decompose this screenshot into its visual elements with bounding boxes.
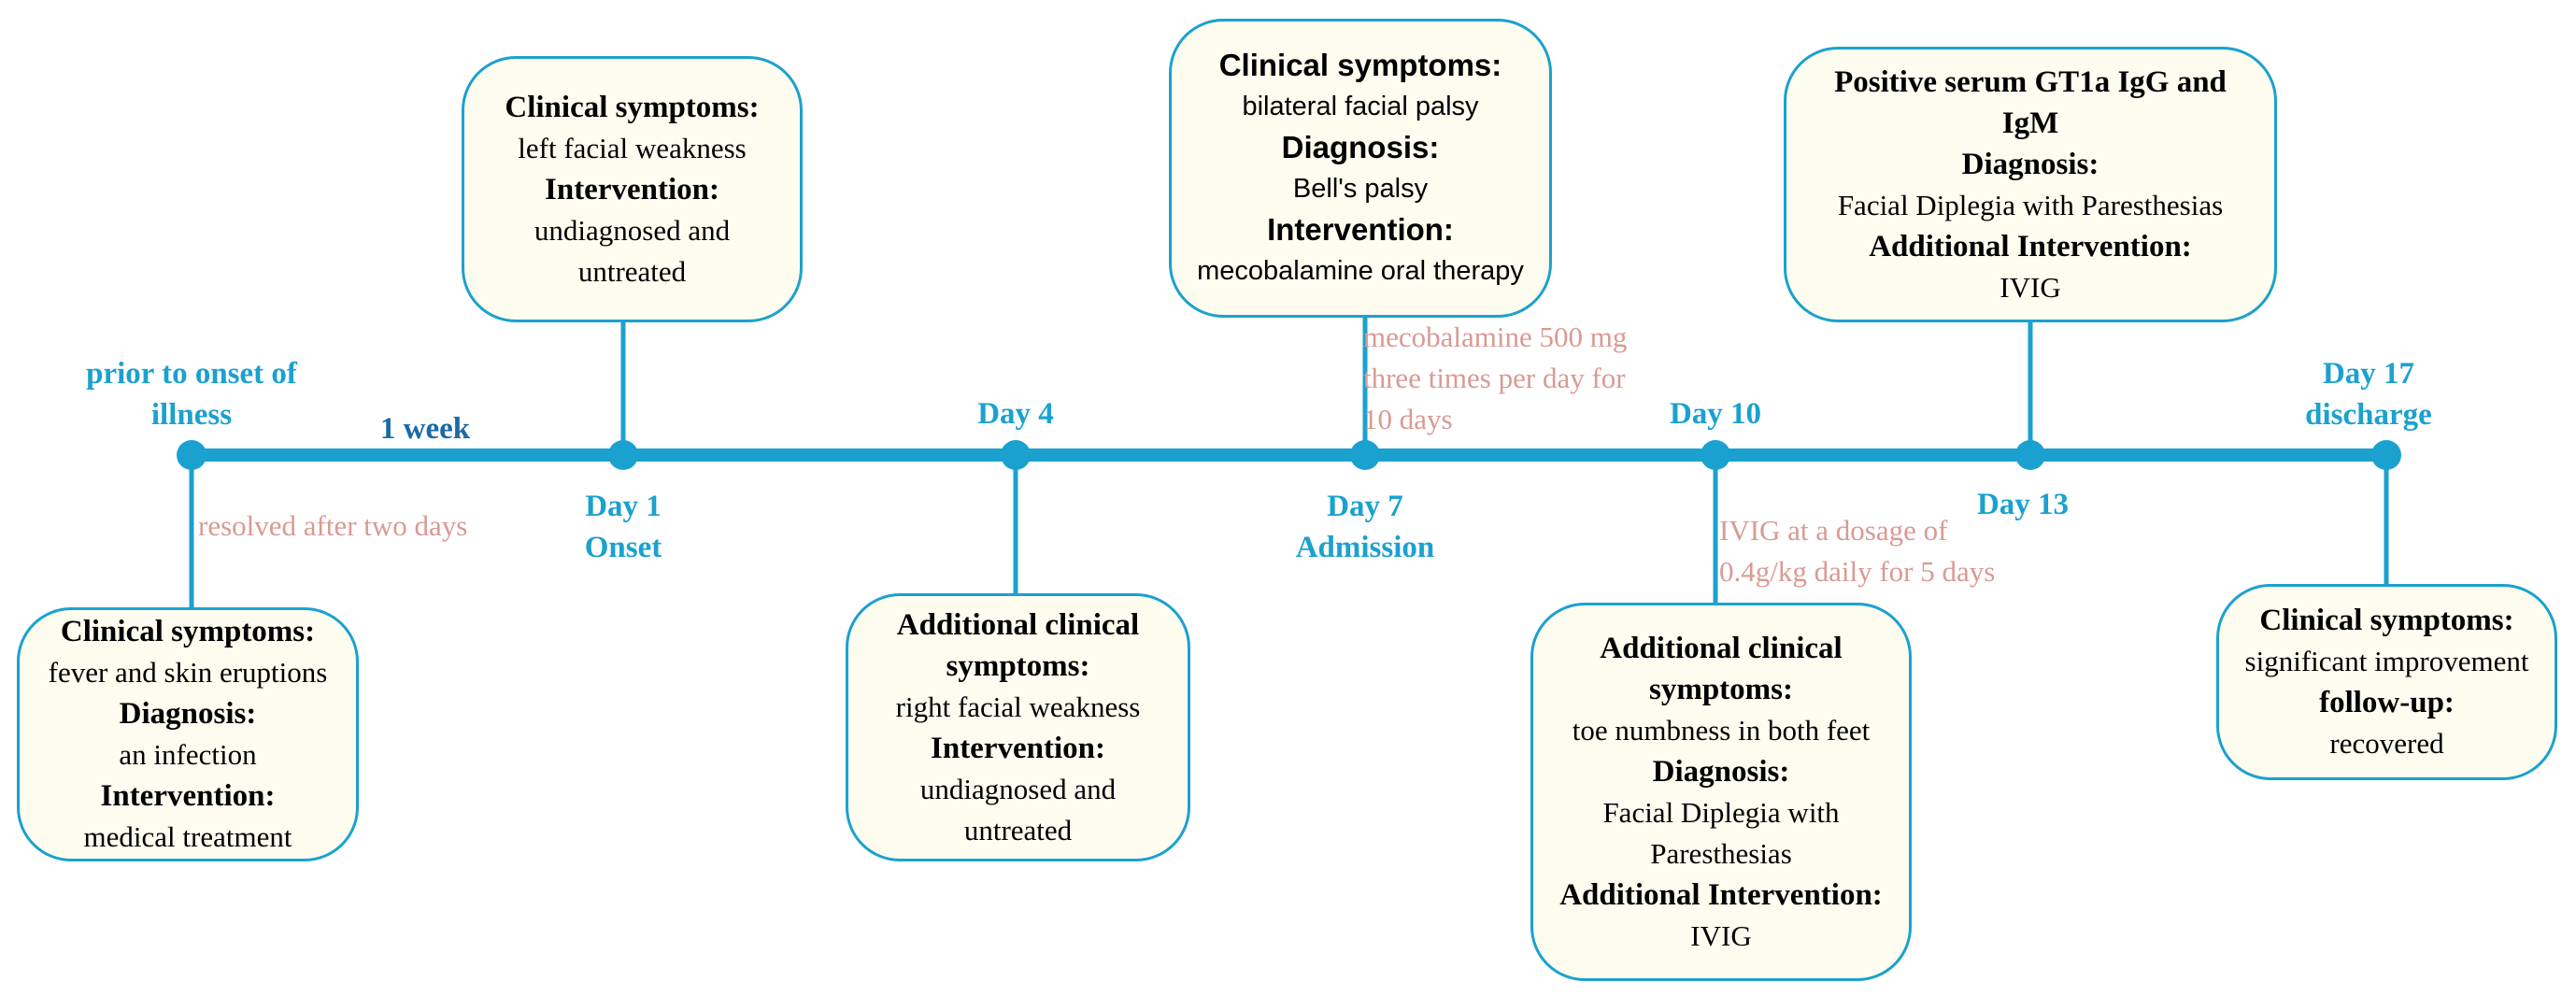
timeline-label-line: Day 13 bbox=[1976, 488, 2070, 521]
box-text: fever and skin eruptions bbox=[48, 656, 328, 689]
box-text: medical treatment bbox=[83, 820, 292, 853]
timeline-label-line: Day 7 bbox=[1327, 490, 1403, 523]
box-heading: Diagnosis: bbox=[1652, 754, 1790, 789]
timeline-dot-day7 bbox=[1350, 440, 1380, 470]
dosage-note-day7: mecobalamine 500 mg three times per day f… bbox=[1363, 317, 1627, 440]
timeline-dot-day17 bbox=[2371, 440, 2401, 470]
timeline-label-line: prior to onset of bbox=[86, 357, 297, 391]
box-text: undiagnosed and bbox=[919, 772, 1117, 805]
box-heading: Intervention: bbox=[100, 779, 276, 813]
box-heading: Intervention: bbox=[931, 731, 1105, 765]
box-heading: IgM bbox=[2001, 106, 2059, 140]
box-heading: Clinical symptoms: bbox=[505, 90, 760, 124]
box-text: mecobalamine oral therapy bbox=[1197, 256, 1524, 286]
interval-label: 1 week bbox=[379, 412, 471, 446]
timeline-label-line: illness bbox=[150, 398, 233, 432]
timeline-label-day7: Day 7 Admission bbox=[1178, 486, 1552, 568]
timeline-dot-day10 bbox=[1701, 440, 1730, 470]
timeline-label-day10: Day 10 bbox=[1529, 393, 1902, 434]
event-box-day17: Clinical symptoms: significant improvemen… bbox=[2216, 584, 2557, 780]
note-line: 10 days bbox=[1363, 403, 1453, 435]
note-line: resolved after two days bbox=[198, 509, 468, 542]
box-heading: Additional clinical bbox=[896, 607, 1140, 642]
note-line: 0.4g/kg daily for 5 days bbox=[1719, 555, 1996, 588]
dosage-note-day10: IVIG at a dosage of 0.4g/kg daily for 5 d… bbox=[1719, 510, 1995, 592]
box-text: recovered bbox=[2329, 727, 2444, 760]
timeline-dot-day13 bbox=[2015, 440, 2045, 470]
event-box-day4: Additional clinical symptoms: right facial… bbox=[846, 593, 1190, 861]
note-line: IVIG at a dosage of bbox=[1719, 514, 1948, 547]
box-heading: Intervention: bbox=[1267, 212, 1454, 247]
box-text: right facial weakness bbox=[895, 690, 1141, 723]
timeline-label-line: Day 10 bbox=[1669, 397, 1762, 431]
timeline-label-day13: Day 13 bbox=[1836, 484, 2210, 525]
box-text: IVIG bbox=[2000, 270, 2061, 304]
box-heading: Clinical symptoms: bbox=[60, 615, 316, 648]
event-box-day10: Additional clinical symptoms: toe numbness… bbox=[1530, 603, 1912, 981]
box-heading: follow-up: bbox=[2319, 686, 2455, 719]
box-heading: symptoms: bbox=[946, 648, 1090, 683]
box-heading: Clinical symptoms: bbox=[1218, 48, 1502, 82]
timeline-label-line: Day 4 bbox=[977, 397, 1054, 431]
timeline-dot-prior bbox=[177, 440, 206, 470]
box-heading: Diagnosis: bbox=[119, 697, 257, 731]
timeline-label-day17: Day 17 discharge bbox=[2182, 353, 2555, 435]
timeline-label-line: Admission bbox=[1295, 531, 1435, 564]
box-heading: symptoms: bbox=[1649, 672, 1793, 706]
box-text: significant improvement bbox=[2244, 645, 2529, 677]
box-heading: Positive serum GT1a IgG and bbox=[1834, 64, 2227, 99]
timeline-label-line: Day 1 bbox=[585, 490, 662, 523]
dosage-note-prior: resolved after two days bbox=[198, 505, 467, 547]
box-heading: Additional Intervention: bbox=[1869, 229, 2192, 263]
box-text: Facial Diplegia with bbox=[1602, 795, 1840, 829]
timeline-dot-day4 bbox=[1001, 440, 1031, 470]
note-line: three times per day for bbox=[1363, 362, 1626, 394]
box-text: undiagnosed and bbox=[534, 213, 731, 247]
timeline-label-line: discharge bbox=[2305, 398, 2432, 432]
timeline-dot-day1 bbox=[608, 440, 638, 470]
box-heading: Diagnosis: bbox=[1961, 147, 2099, 181]
box-heading: Clinical symptoms: bbox=[2259, 604, 2514, 637]
box-text: Paresthesias bbox=[1650, 836, 1792, 870]
box-heading: Intervention: bbox=[545, 172, 719, 206]
box-heading: Additional clinical bbox=[1600, 631, 1843, 665]
timeline-label-line: Onset bbox=[584, 531, 662, 564]
box-heading: Diagnosis: bbox=[1281, 130, 1440, 164]
box-text: toe numbness in both feet bbox=[1572, 713, 1871, 747]
box-text: untreated bbox=[963, 813, 1073, 847]
box-text: untreated bbox=[577, 254, 687, 288]
event-box-day7: Clinical symptoms: bilateral facial palsy… bbox=[1169, 19, 1552, 318]
box-text: Bell's palsy bbox=[1292, 174, 1429, 204]
timeline-label-line: Day 17 bbox=[2322, 357, 2415, 391]
timeline-label-day1: Day 1 Onset bbox=[436, 486, 810, 568]
box-heading: Additional Intervention: bbox=[1559, 877, 1883, 912]
box-text: Facial Diplegia with Paresthesias bbox=[1837, 188, 2224, 221]
box-text: IVIG bbox=[1690, 918, 1752, 952]
timeline-label-prior: prior to onset of illness bbox=[5, 353, 378, 435]
note-line: mecobalamine 500 mg bbox=[1363, 320, 1628, 353]
event-box-prior: Clinical symptoms: fever and skin eruptio… bbox=[17, 607, 359, 861]
box-text: an infection bbox=[119, 738, 257, 771]
box-text: left facial weakness bbox=[518, 131, 747, 164]
timeline-label-day4: Day 4 bbox=[829, 393, 1203, 434]
box-text: bilateral facial palsy bbox=[1242, 92, 1479, 121]
